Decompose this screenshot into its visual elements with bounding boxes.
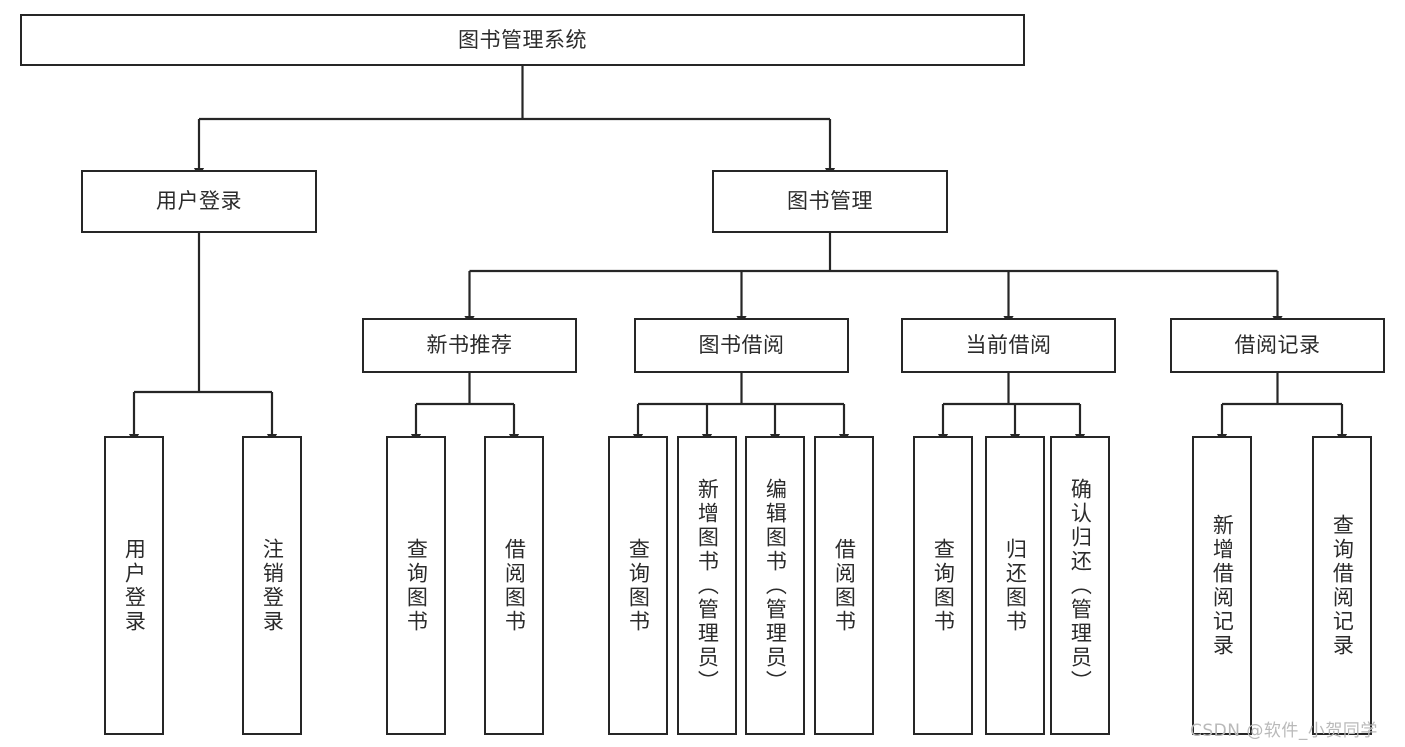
node-label: 图书管理系统	[458, 27, 587, 52]
node-label: 新书推荐	[426, 333, 513, 358]
node-label: 查询借阅记录	[1330, 513, 1355, 658]
edge-paths	[128, 66, 1348, 443]
node-label: 借阅图书	[832, 537, 857, 634]
csdn-watermark: CSDN @软件_小贺同学	[1190, 721, 1378, 741]
node-label: 用户登录	[156, 189, 242, 214]
node-label: 查询图书	[931, 537, 956, 634]
node-label: 查询图书	[626, 537, 651, 634]
node-label: 编辑图书（管理员）	[763, 477, 788, 694]
node-bookmgmt[interactable]: 图书管理	[712, 170, 948, 233]
node-label: 查询图书	[404, 537, 429, 634]
node-leaf-login[interactable]: 用户登录	[104, 436, 164, 735]
node-label: 当前借阅	[965, 333, 1052, 358]
node-label: 图书管理	[787, 189, 873, 214]
node-leaf-addrec[interactable]: 新增借阅记录	[1192, 436, 1252, 735]
node-label: 图书借阅	[698, 333, 785, 358]
node-leaf-q1[interactable]: 查询图书	[386, 436, 446, 735]
node-borrow[interactable]: 图书借阅	[634, 318, 849, 373]
node-login[interactable]: 用户登录	[81, 170, 317, 233]
node-newrec[interactable]: 新书推荐	[362, 318, 577, 373]
node-label: 新增图书（管理员）	[695, 477, 720, 694]
node-leaf-b2[interactable]: 借阅图书	[814, 436, 874, 735]
node-current[interactable]: 当前借阅	[901, 318, 1116, 373]
node-root[interactable]: 图书管理系统	[20, 14, 1025, 66]
node-leaf-add[interactable]: 新增图书（管理员）	[677, 436, 737, 735]
node-label: 注销登录	[260, 537, 285, 634]
node-label: 用户登录	[122, 537, 147, 634]
node-label: 新增借阅记录	[1210, 513, 1235, 658]
node-label: 借阅记录	[1234, 333, 1321, 358]
node-leaf-edit[interactable]: 编辑图书（管理员）	[745, 436, 805, 735]
node-leaf-q2[interactable]: 查询图书	[608, 436, 668, 735]
node-leaf-logout[interactable]: 注销登录	[242, 436, 302, 735]
node-label: 归还图书	[1003, 537, 1028, 634]
node-leaf-cfm[interactable]: 确认归还（管理员）	[1050, 436, 1110, 735]
node-records[interactable]: 借阅记录	[1170, 318, 1385, 373]
node-leaf-qryrec[interactable]: 查询借阅记录	[1312, 436, 1372, 735]
node-leaf-b1[interactable]: 借阅图书	[484, 436, 544, 735]
node-leaf-ret[interactable]: 归还图书	[985, 436, 1045, 735]
node-label: 借阅图书	[502, 537, 527, 634]
node-leaf-q3[interactable]: 查询图书	[913, 436, 973, 735]
node-label: 确认归还（管理员）	[1068, 477, 1093, 694]
